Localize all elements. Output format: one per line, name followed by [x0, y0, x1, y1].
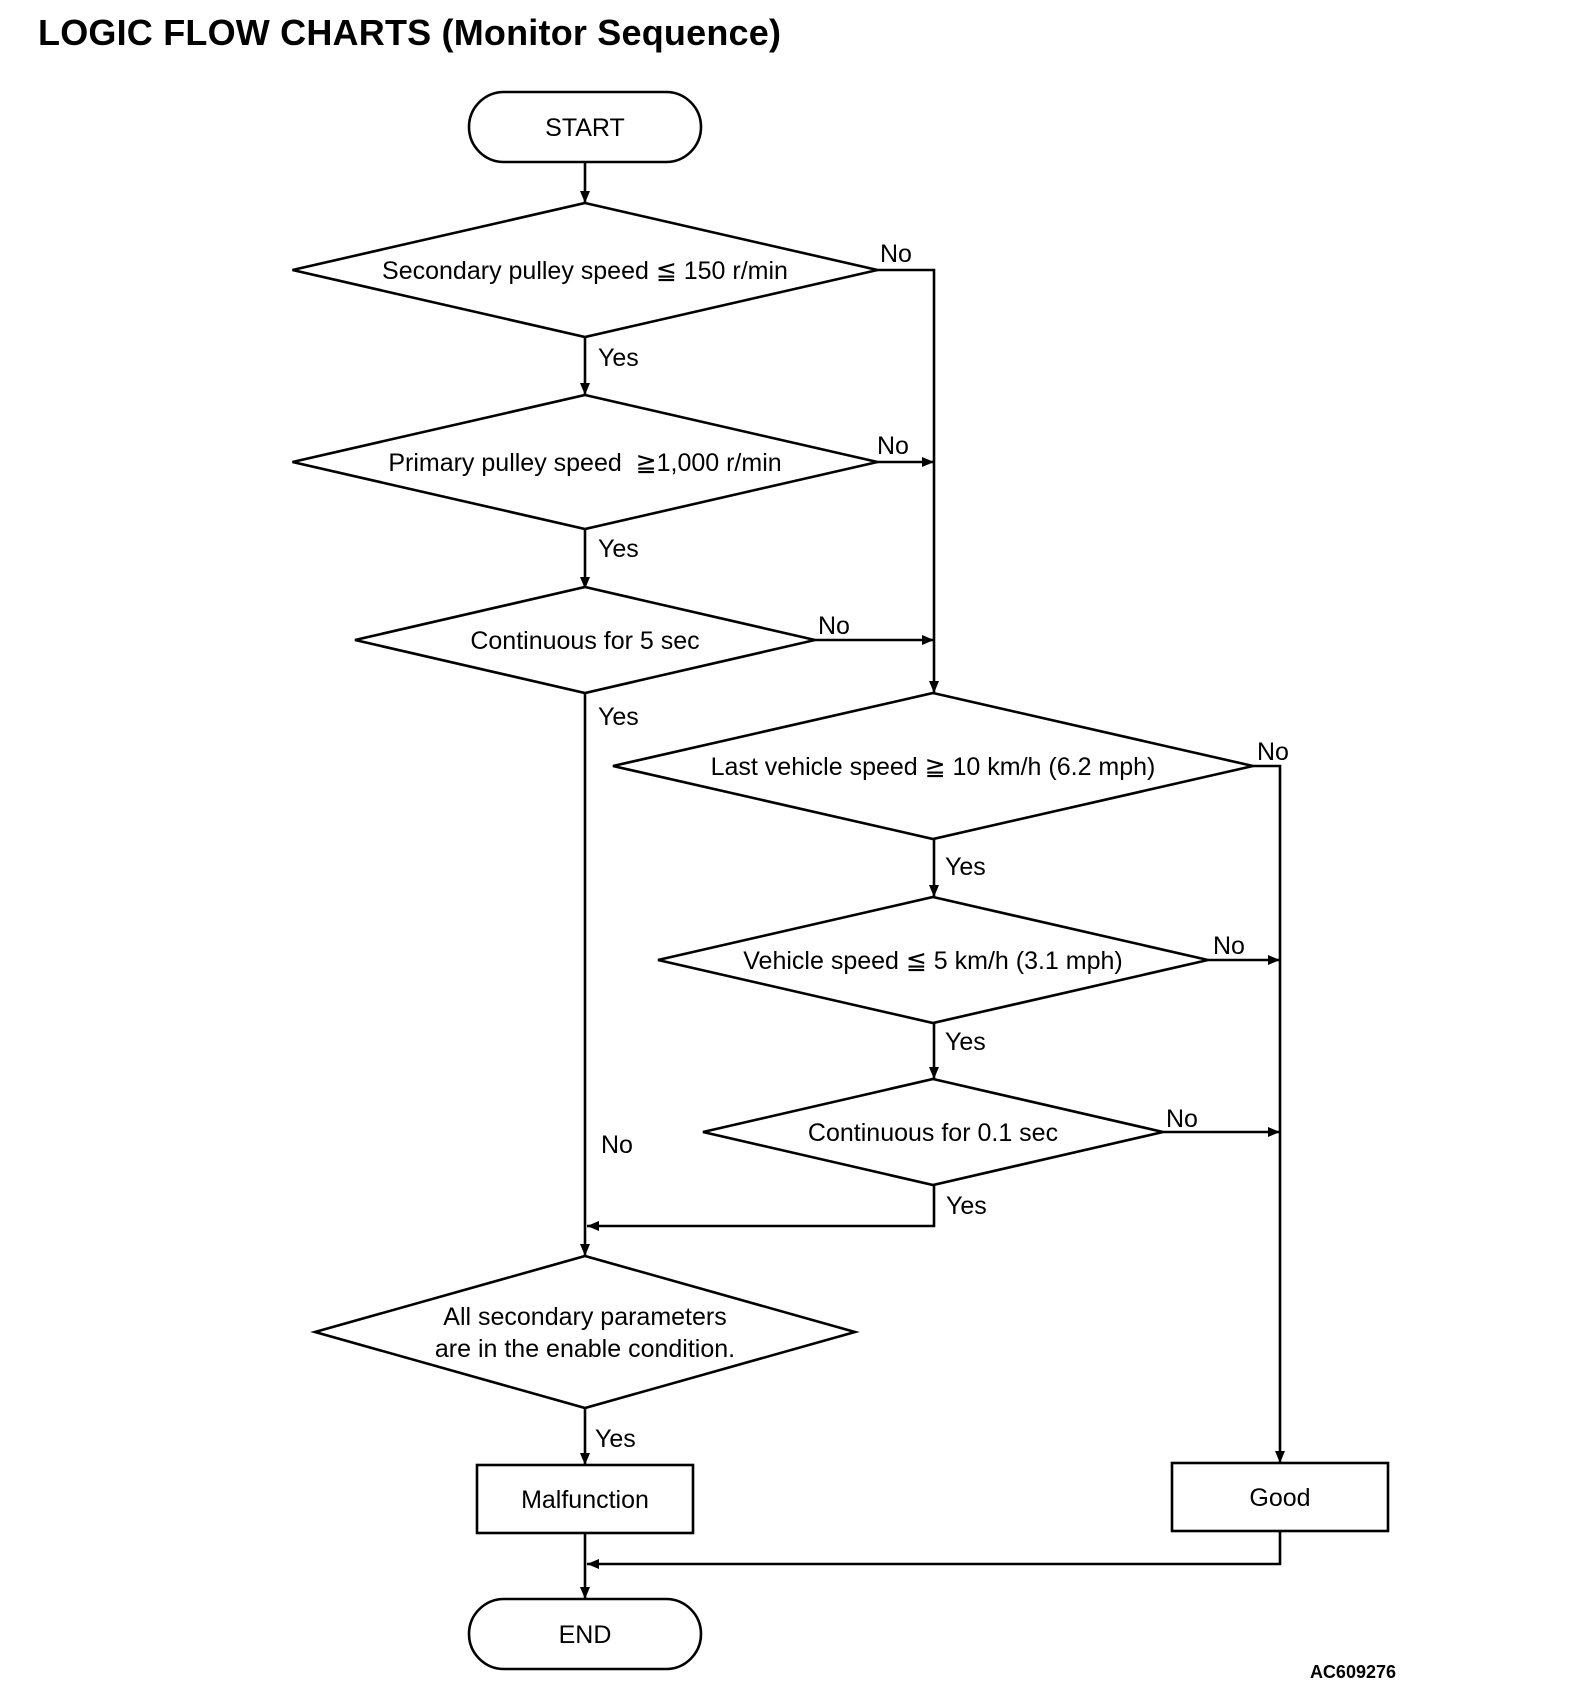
- edge-label-continuous01-no: No: [1166, 1105, 1198, 1133]
- edge-label-last-speed-no: No: [1257, 738, 1289, 766]
- node-shape-end: [467, 1597, 703, 1671]
- node-label-good: Good: [1249, 1484, 1310, 1512]
- node-label-malfunction: Malfunction: [521, 1486, 649, 1514]
- node-secondary-params: All secondary parameters are in the enabl…: [310, 1254, 860, 1410]
- nodes-layer: START Secondary pulley speed ≦ 150 r/minP…: [292, 90, 1390, 1671]
- edge-label-secondary-no: No: [880, 240, 912, 268]
- edge-label-last-speed-yes: Yes: [945, 853, 986, 881]
- node-end: END: [467, 1597, 703, 1671]
- edge-label-primary-yes: Yes: [598, 535, 639, 563]
- node-shape-secondary-params: [310, 1254, 860, 1410]
- page-title: LOGIC FLOW CHARTS (Monitor Sequence): [38, 12, 782, 53]
- node-last-vehicle-speed: Last vehicle speed ≧ 10 km/h (6.2 mph): [612, 691, 1254, 841]
- node-shape-continuous-01: [702, 1077, 1164, 1187]
- node-shape-vehicle-speed: [657, 895, 1209, 1025]
- node-shape-good: [1170, 1461, 1390, 1533]
- node-shape-malfunction: [475, 1463, 695, 1535]
- edge-label-vehicle-speed-yes: Yes: [945, 1028, 986, 1056]
- node-label-start: START: [545, 114, 625, 142]
- figure-code: AC609276: [1310, 1662, 1396, 1682]
- edge-last-speed-no: [1253, 764, 1285, 1463]
- edge-label-continuous01-yes: Yes: [946, 1192, 987, 1220]
- node-start: START: [467, 90, 703, 164]
- edge-label-secondary-yes: Yes: [598, 344, 639, 372]
- edge-secondary-no: [877, 268, 939, 693]
- node-label-end: END: [559, 1621, 612, 1649]
- node-continuous-01: Continuous for 0.1 sec: [702, 1077, 1164, 1187]
- node-label-secondary-speed: Secondary pulley speed ≦ 150 r/min: [382, 257, 788, 285]
- node-good: Good: [1170, 1461, 1390, 1533]
- edge-continuous01-yes: [587, 1185, 936, 1231]
- node-shape-last-vehicle-speed: [612, 691, 1254, 841]
- node-shape-start: [467, 90, 703, 164]
- node-shape-continuous-5: [354, 585, 816, 695]
- node-label-vehicle-speed: Vehicle speed ≦ 5 km/h (3.1 mph): [743, 947, 1122, 975]
- node-shape-secondary-speed: [292, 201, 878, 339]
- node-vehicle-speed: Vehicle speed ≦ 5 km/h (3.1 mph): [657, 895, 1209, 1025]
- node-label-continuous-01: Continuous for 0.1 sec: [808, 1119, 1058, 1147]
- edge-label-continuous5-no: No: [818, 612, 850, 640]
- node-label-last-vehicle-speed: Last vehicle speed ≧ 10 km/h (6.2 mph): [711, 753, 1156, 781]
- node-shape-primary-speed: [292, 393, 878, 531]
- node-secondary-speed: Secondary pulley speed ≦ 150 r/min: [292, 201, 878, 339]
- node-label-secondary-params: All secondary parameters: [443, 1303, 726, 1331]
- node-label-primary-speed: Primary pulley speed ≧1,000 r/min: [388, 449, 781, 477]
- node-malfunction: Malfunction: [475, 1463, 695, 1535]
- edge-label-continuous5-yes: Yes: [598, 703, 639, 731]
- node-label-secondary-params: are in the enable condition.: [435, 1335, 735, 1363]
- edge-label-primary-no: No: [877, 432, 909, 460]
- edges-layer: [580, 162, 1285, 1599]
- node-primary-speed: Primary pulley speed ≧1,000 r/min: [292, 393, 878, 531]
- edge-label-params-yes: Yes: [595, 1425, 636, 1453]
- edge-label-continuous5-no-lower: No: [601, 1131, 633, 1159]
- node-label-continuous-5: Continuous for 5 sec: [470, 627, 699, 655]
- edge-label-vehicle-speed-no: No: [1213, 932, 1245, 960]
- node-continuous-5: Continuous for 5 sec: [354, 585, 816, 695]
- edge-good-to-end: [587, 1531, 1282, 1569]
